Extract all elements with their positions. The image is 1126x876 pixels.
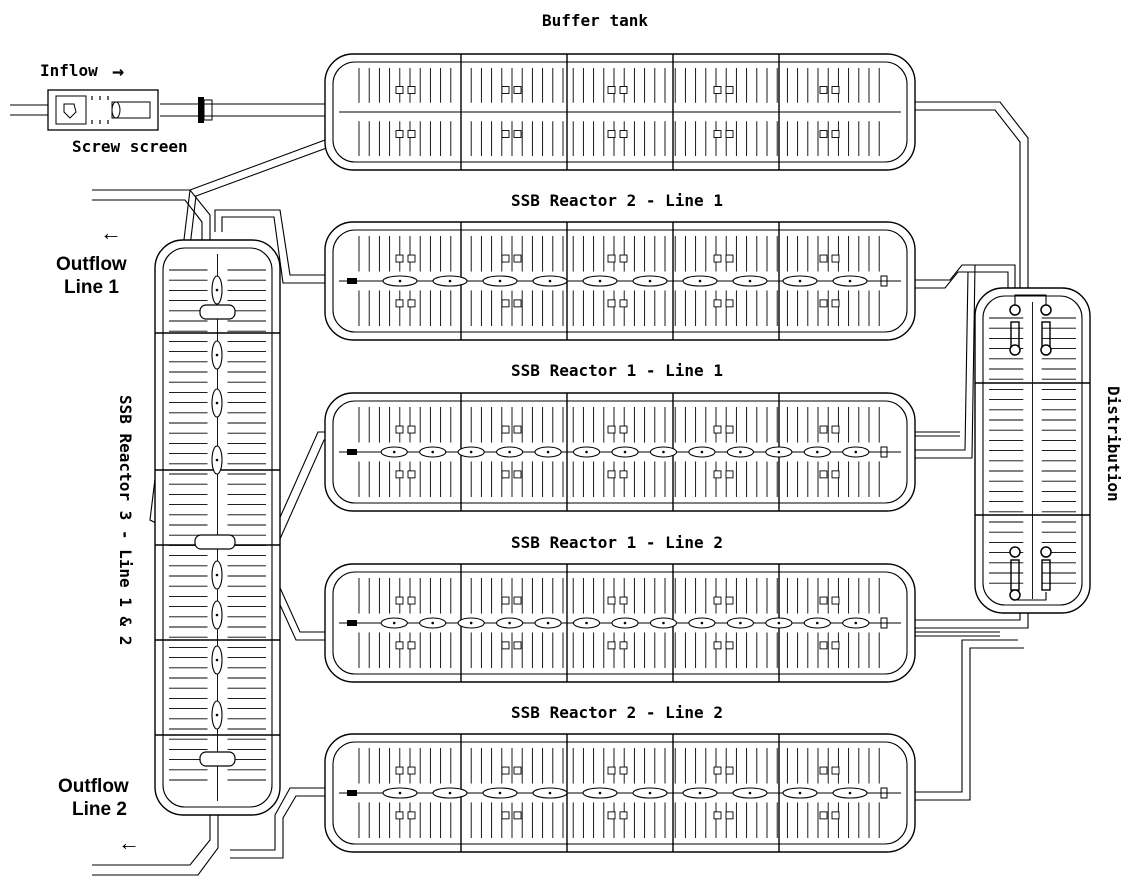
- inflow-label: Inflow: [40, 61, 98, 80]
- distribution-fittings: [1009, 294, 1052, 601]
- reactor-1-line-1-label: SSB Reactor 1 - Line 1: [511, 361, 723, 380]
- tank-reactor-2-line-2: [324, 733, 916, 853]
- tank-distribution: [974, 287, 1091, 614]
- reactor-2-line-2-label: SSB Reactor 2 - Line 2: [511, 703, 723, 722]
- pipe-dist-to-r1l1: [910, 264, 976, 459]
- pipe-dist-to-r2l2: [910, 639, 1024, 801]
- tank-reactor-2-line-1: [324, 221, 916, 341]
- pipe-outflow-line1: [92, 189, 211, 255]
- horizontal-tanks: [324, 53, 916, 853]
- vertical-tanks: [154, 239, 1091, 816]
- outflow-line2-arrow-icon: ←: [118, 830, 140, 855]
- inflow-arrow-icon: →: [112, 59, 124, 83]
- reactor-2-line-1-label: SSB Reactor 2 - Line 1: [511, 191, 723, 210]
- pipe-buffer-to-distribution: [915, 101, 1029, 290]
- outflow-line1-label: Outflow: [56, 254, 127, 275]
- outflow-line1-arrow-icon: ←: [100, 220, 122, 245]
- pipe-dist-to-r2l1: [910, 264, 1016, 300]
- outflow-line1-sublabel: Line 1: [64, 277, 119, 298]
- pipe-r2l2-to-reactor3: [230, 787, 330, 859]
- labels: Buffer tank Inflow → Screw screen SSB Re…: [40, 11, 1123, 855]
- pipe-outflow-line2: [92, 810, 219, 876]
- screw-screen-label: Screw screen: [72, 137, 188, 156]
- distribution-label: Distribution: [1104, 386, 1123, 502]
- screw-screen: [47, 89, 213, 131]
- buffer-tank: [324, 53, 916, 171]
- tank-reactor-1-line-2: [324, 563, 916, 683]
- outflow-line2-sublabel: Line 2: [72, 799, 127, 820]
- pipe-screen-to-buffer: [160, 103, 345, 117]
- reactor-1-line-2-label: SSB Reactor 1 - Line 2: [511, 533, 723, 552]
- outflow-line2-label: Outflow: [58, 776, 129, 797]
- pipe-reactor3-to-r2l1: [214, 209, 330, 284]
- pipe-inflow: [10, 104, 48, 116]
- reactor-3-label: SSB Reactor 3 - Line 1 & 2: [116, 395, 135, 645]
- tank-reactor-3: [154, 239, 281, 816]
- tank-reactor-1-line-1: [324, 392, 916, 512]
- buffer-tank-label: Buffer tank: [542, 11, 648, 30]
